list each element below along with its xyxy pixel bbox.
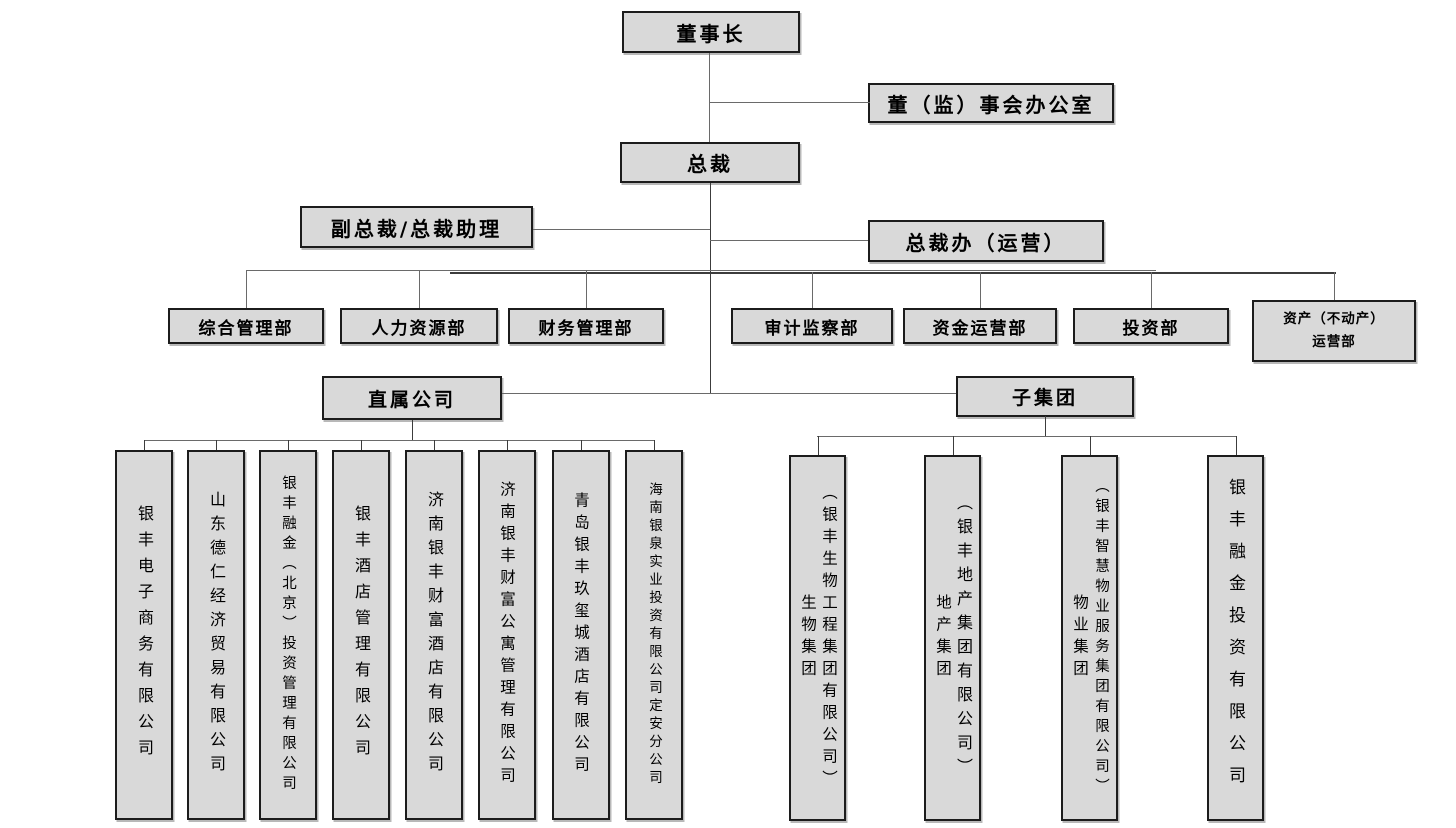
connector-line bbox=[450, 272, 1336, 274]
node-company: 银丰电子商务有限公司 bbox=[115, 450, 173, 820]
connector-line bbox=[817, 436, 1236, 437]
node-department: 资金运营部 bbox=[903, 308, 1057, 344]
subgroup-legal-name: （银丰地产集团有限公司） bbox=[954, 494, 973, 782]
subgroup-legal-name: （银丰智慧物业服务集团有限公司） bbox=[1093, 478, 1109, 798]
connector-line bbox=[1045, 416, 1046, 436]
connector-line bbox=[216, 440, 217, 450]
connector-line bbox=[502, 393, 956, 394]
connector-line bbox=[812, 272, 813, 310]
node-department: 综合管理部 bbox=[168, 308, 324, 344]
connector-line bbox=[1089, 436, 1091, 455]
connector-line bbox=[952, 436, 954, 455]
subgroup-name: 银丰融金投资有限公司 bbox=[1225, 478, 1245, 798]
connector-line bbox=[710, 240, 868, 241]
node-president: 总裁 bbox=[620, 142, 800, 183]
node-direct-companies: 直属公司 bbox=[322, 376, 502, 420]
node-company: 山东德仁经济贸易有限公司 bbox=[187, 450, 245, 820]
node-subgroup: 银丰融金投资有限公司 bbox=[1207, 455, 1264, 821]
connector-line bbox=[710, 102, 870, 103]
connector-line bbox=[1235, 436, 1237, 455]
node-company: 济南银丰财富公寓管理有限公司 bbox=[478, 450, 536, 820]
connector-line bbox=[586, 270, 587, 310]
connector-line bbox=[710, 183, 711, 394]
node-company: 青岛银丰玖玺城酒店有限公司 bbox=[552, 450, 610, 820]
connector-line bbox=[980, 272, 981, 310]
connector-line bbox=[581, 440, 582, 450]
connector-line bbox=[246, 270, 1156, 271]
subgroup-short-name: 物业集团 bbox=[1071, 594, 1089, 682]
node-subgroup: （银丰生物工程集团有限公司）生物集团 bbox=[789, 455, 846, 821]
connector-line bbox=[507, 440, 508, 450]
node-president-office: 总裁办（运营） bbox=[868, 220, 1104, 262]
company-name: 济南银丰财富酒店有限公司 bbox=[425, 491, 444, 779]
company-name: 山东德仁经济贸易有限公司 bbox=[207, 491, 226, 779]
node-department: 资产（不动产） 运营部 bbox=[1252, 300, 1416, 362]
company-name: 济南银丰财富公寓管理有限公司 bbox=[498, 481, 516, 789]
node-subgroups: 子集团 bbox=[956, 376, 1134, 417]
company-name: 银丰酒店管理有限公司 bbox=[352, 505, 371, 765]
connector-line bbox=[412, 420, 413, 440]
company-name: 青岛银丰玖玺城酒店有限公司 bbox=[572, 492, 590, 778]
node-company: 济南银丰财富酒店有限公司 bbox=[405, 450, 463, 820]
node-chairman: 董事长 bbox=[622, 11, 800, 53]
connector-line bbox=[1151, 272, 1152, 310]
node-board-office: 董（监）事会办公室 bbox=[868, 83, 1114, 123]
company-name: 银丰电子商务有限公司 bbox=[135, 505, 154, 765]
node-subgroup: （银丰智慧物业服务集团有限公司）物业集团 bbox=[1061, 455, 1118, 821]
connector-line bbox=[144, 440, 145, 450]
connector-line bbox=[533, 229, 710, 230]
connector-line bbox=[817, 436, 819, 455]
node-vp: 副总裁/总裁助理 bbox=[300, 206, 533, 248]
node-department: 财务管理部 bbox=[508, 308, 664, 344]
company-name: 银丰融金（北京）投资管理有限公司 bbox=[280, 475, 296, 795]
node-department: 审计监察部 bbox=[731, 308, 893, 344]
connector-line bbox=[288, 440, 289, 450]
node-department: 投资部 bbox=[1073, 308, 1229, 344]
connector-line bbox=[246, 270, 247, 310]
node-company: 银丰融金（北京）投资管理有限公司 bbox=[259, 450, 317, 820]
node-company: 海南银泉实业投资有限公司定安分公司 bbox=[625, 450, 683, 820]
node-company: 银丰酒店管理有限公司 bbox=[332, 450, 390, 820]
connector-line bbox=[419, 270, 420, 310]
subgroup-short-name: 生物集团 bbox=[799, 594, 817, 682]
connector-line bbox=[434, 440, 435, 450]
connector-line bbox=[361, 440, 362, 450]
connector-line bbox=[709, 53, 710, 142]
connector-line bbox=[1334, 272, 1335, 302]
node-department: 人力资源部 bbox=[340, 308, 498, 344]
connector-line bbox=[654, 440, 655, 450]
node-subgroup: （银丰地产集团有限公司）地产集团 bbox=[924, 455, 981, 821]
subgroup-legal-name: （银丰生物工程集团有限公司） bbox=[820, 484, 838, 792]
subgroup-short-name: 地产集团 bbox=[934, 594, 952, 682]
company-name: 海南银泉实业投资有限公司定安分公司 bbox=[646, 482, 662, 788]
connector-line bbox=[144, 440, 655, 441]
